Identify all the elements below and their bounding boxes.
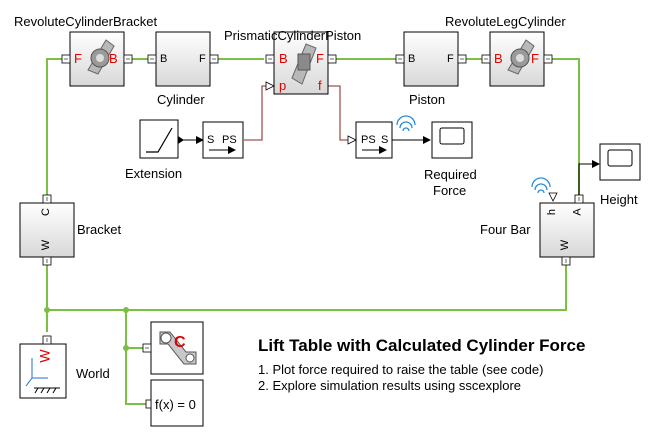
logging-signal-icon: [396, 115, 416, 132]
port-glyphs: [46, 58, 580, 349]
conn-revleg-fourbar: [552, 58, 580, 195]
cylinder-block[interactable]: [147, 31, 219, 87]
piston-label: Piston: [409, 92, 446, 107]
logging-signal-icon: [531, 177, 551, 194]
solver-label: f(x) = 0: [155, 397, 196, 412]
s-ps-label-ps: PS: [222, 134, 237, 146]
port-label-f: F: [74, 51, 82, 66]
revolute-joint-icon: [87, 39, 115, 75]
prismatic-cylinder-piston-block[interactable]: [265, 31, 337, 95]
ps-s-label-ps: PS: [361, 134, 376, 146]
extension-block[interactable]: [139, 119, 184, 159]
bracket-label: Bracket: [77, 222, 122, 237]
port-label-b: B: [160, 53, 168, 65]
physical-connections: [46, 58, 580, 405]
conn-solver: [125, 310, 146, 405]
four-bar-label: Four Bar: [480, 222, 531, 237]
height-label: Height: [600, 192, 638, 207]
scope-icon: [607, 149, 633, 167]
s-ps-label-s: S: [207, 134, 215, 146]
ps-connections: [244, 85, 354, 141]
revolute-cylinder-bracket-block[interactable]: [61, 31, 133, 87]
annotation-line-1: 1. Plot force required to raise the tabl…: [258, 362, 544, 377]
annotation-title: Lift Table with Calculated Cylinder Forc…: [258, 336, 586, 355]
required-force-scope[interactable]: [431, 121, 473, 159]
conn-bus: [46, 261, 567, 311]
port-label-b: B: [494, 51, 503, 66]
port-label-f: F: [531, 51, 539, 66]
revolute-joint-icon: [507, 39, 535, 75]
port-label-p: p: [279, 78, 287, 93]
port-label-f: F: [199, 53, 206, 65]
port-label-f-lower: f: [318, 78, 322, 93]
port-label-b: B: [408, 53, 416, 65]
bracket-port-c: C: [39, 208, 52, 216]
revolute-leg-cylinder-block[interactable]: [481, 31, 553, 87]
revolute-cylinder-bracket-label: RevoluteCylinderBracket: [14, 14, 158, 29]
port-label-b: B: [279, 51, 288, 66]
four-bar-port-w: W: [559, 239, 572, 251]
cylinder-label: Cylinder: [157, 92, 205, 107]
bracket-block[interactable]: [19, 194, 75, 266]
required-force-label-line1: Required: [424, 167, 477, 182]
world-label: World: [76, 366, 110, 381]
port-label-f: F: [447, 53, 454, 65]
extension-label: Extension: [125, 166, 183, 181]
ps-s-converter-block[interactable]: [347, 121, 393, 159]
revolute-leg-cylinder-label: RevoluteLegCylinder: [445, 14, 566, 29]
port-label-f: F: [316, 51, 324, 66]
mechanism-configuration-block[interactable]: [142, 321, 204, 375]
scope-icon: [439, 127, 465, 145]
world-frame-icon: [25, 358, 60, 394]
prismatic-cylinder-piston-label: PrismaticCylinderPiston: [224, 28, 362, 43]
port-label-b: B: [109, 51, 118, 66]
ramp-icon: [146, 127, 173, 153]
conn-sps-prismatic: [244, 85, 266, 141]
bracket-port-w: W: [40, 239, 53, 251]
s-ps-converter-block[interactable]: [202, 121, 244, 159]
wrench-icon: [159, 331, 197, 365]
four-bar-port-h: h: [546, 208, 559, 216]
conn-prismatic-pss: [326, 85, 354, 141]
world-icon-letter: W: [36, 349, 53, 363]
conn-fourbar-height: [578, 160, 600, 195]
annotation-line-2: 2. Explore simulation results using ssce…: [258, 378, 522, 393]
mech-config-icon-letter: C: [174, 334, 186, 351]
required-force-label-line2: Force: [433, 183, 467, 198]
height-scope[interactable]: [599, 143, 641, 181]
solver-configuration-block[interactable]: [145, 379, 204, 427]
four-bar-block[interactable]: [539, 192, 595, 266]
junction-dots: [44, 307, 129, 351]
piston-block[interactable]: [395, 31, 467, 87]
world-frame-block[interactable]: [19, 335, 67, 399]
prismatic-joint-icon: [291, 43, 317, 85]
four-bar-port-a: A: [571, 208, 584, 216]
conn-bracket-revbracket: [46, 58, 62, 196]
ps-s-label-s: S: [381, 134, 389, 146]
